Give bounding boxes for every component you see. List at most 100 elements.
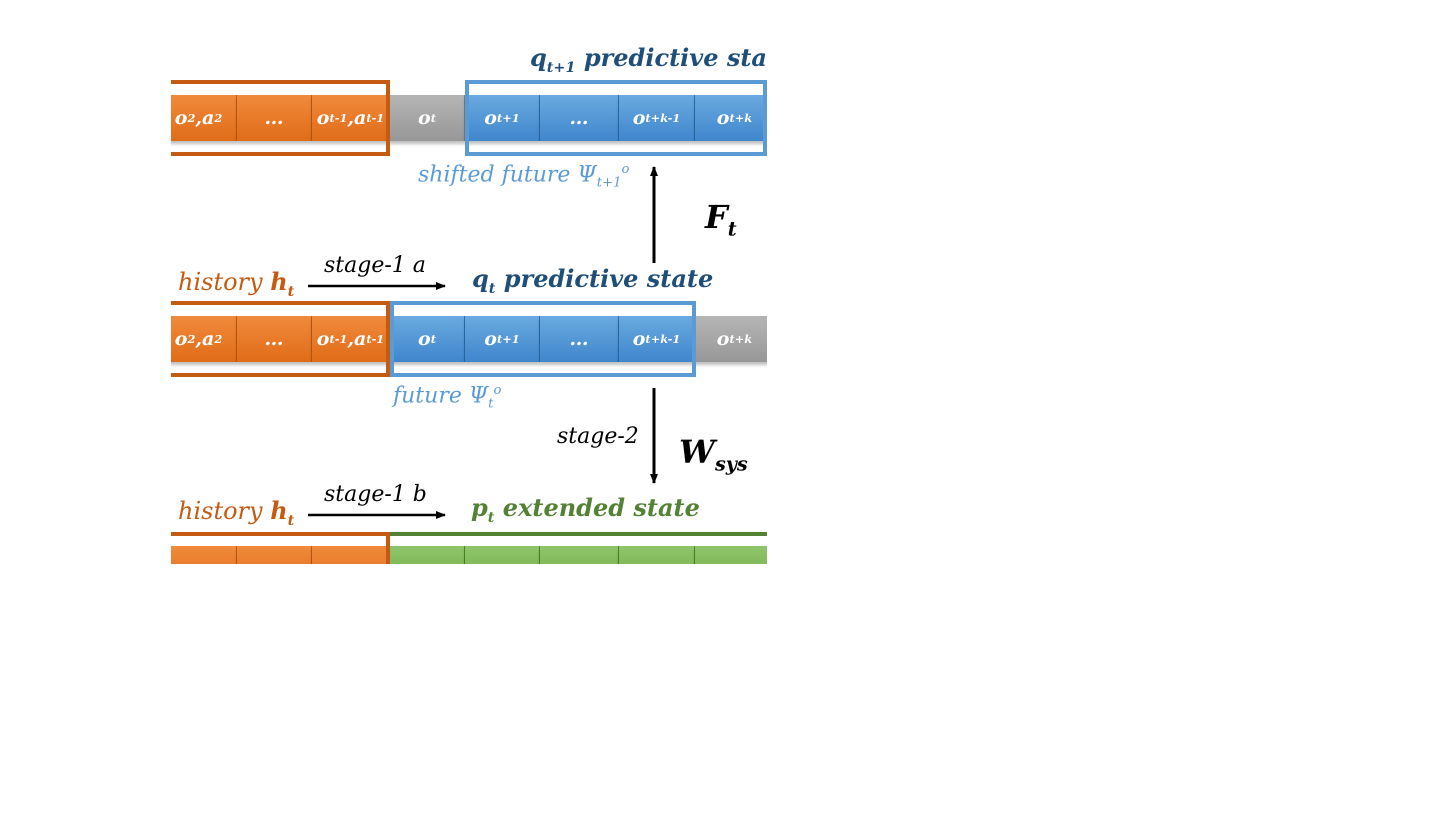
diagram-viewport: qt+1 predictive state o2,a2…ot-1,at-1oto… <box>171 40 767 564</box>
arrows-layer <box>308 166 658 519</box>
operator-w: Wsys <box>679 433 748 475</box>
cell-sub: 2 <box>187 111 196 125</box>
cell-sep: , <box>347 328 354 350</box>
cell-var: o <box>418 107 431 129</box>
top-title-sub: t+1 <box>546 58 576 76</box>
cell-sep: , <box>195 107 202 129</box>
middle-future-sup: o <box>493 383 502 398</box>
cell-var-2: a <box>354 107 367 129</box>
middle-row-cell-5: … <box>540 316 619 362</box>
bottom-history-label: history ht <box>178 496 294 529</box>
cell-var: o <box>632 107 646 129</box>
bottom-row-cell-1 <box>237 546 312 564</box>
middle-future-sub: t <box>488 396 494 412</box>
middle-title-var: q <box>472 264 489 293</box>
middle-future-frame <box>390 301 696 377</box>
cell-sub-2: t-1 <box>366 111 385 125</box>
operator-f-sub: t <box>727 217 737 241</box>
bottom-row-cell-4 <box>465 546 540 564</box>
stage-1b-label: stage-1 b <box>324 482 427 507</box>
cell-var: o <box>716 328 730 350</box>
middle-future-label: future Ψto <box>393 383 501 412</box>
cell-text: … <box>569 107 589 129</box>
bottom-history-text: history <box>178 497 271 525</box>
operator-f: Ft <box>705 198 737 240</box>
cell-var-2: a <box>202 328 215 350</box>
middle-row-cell-1: … <box>237 316 312 362</box>
cell-sub: t+k-1 <box>645 332 681 346</box>
cell-var: o <box>316 328 330 350</box>
top-title-var: q <box>530 43 547 72</box>
cell-sep: , <box>347 107 354 129</box>
cell-text: … <box>264 107 284 129</box>
cell-var-2: a <box>202 107 215 129</box>
middle-title-sub: t <box>488 279 496 297</box>
cell-sub: t-1 <box>329 111 348 125</box>
bottom-history-var: h <box>270 496 288 525</box>
operator-f-main: F <box>705 198 728 236</box>
bottom-title: pt extended state <box>471 493 700 526</box>
cell-var: o <box>174 107 188 129</box>
top-title: qt+1 predictive state <box>530 43 767 76</box>
cell-var: o <box>316 107 330 129</box>
operator-w-sub: sys <box>714 452 748 476</box>
cell-sub-2: 2 <box>214 111 223 125</box>
top-row-cell-5: … <box>540 95 619 141</box>
bottom-history-sub: t <box>287 511 295 529</box>
top-future-sup: o <box>621 162 630 177</box>
bottom-row-cell-6 <box>619 546 695 564</box>
middle-future-text: future Ψ <box>393 383 489 409</box>
cell-sub-2: t-1 <box>366 332 385 346</box>
cell-sub: t+k <box>729 332 753 346</box>
top-row-cell-1: … <box>237 95 312 141</box>
middle-title-rest: predictive state <box>495 264 714 293</box>
bottom-row-cell-3 <box>390 546 465 564</box>
middle-history-var: h <box>270 267 288 296</box>
cell-sub: t+k <box>729 111 753 125</box>
operator-w-main: W <box>679 433 715 471</box>
cell-sub: t <box>430 111 436 125</box>
cell-var: o <box>418 328 431 350</box>
middle-history-frame <box>171 301 390 377</box>
bottom-history-frame <box>171 532 390 564</box>
cell-sub: t+1 <box>496 332 520 346</box>
cell-sub-2: 2 <box>214 332 223 346</box>
cell-sub: t+k-1 <box>645 111 681 125</box>
cell-sub: 2 <box>187 332 196 346</box>
cell-var: o <box>716 107 730 129</box>
stage-1a-label: stage-1 a <box>324 253 426 278</box>
cell-var: o <box>484 107 497 129</box>
bottom-title-sub: t <box>487 508 495 526</box>
bottom-row-cell-5 <box>540 546 619 564</box>
stage-2-label: stage-2 <box>557 424 639 449</box>
bottom-title-rest: extended state <box>494 493 700 522</box>
bottom-extended-frame <box>390 532 767 564</box>
middle-title: qt predictive state <box>472 264 713 297</box>
top-title-rest: predictive state <box>583 43 767 72</box>
bottom-row-cell-0 <box>171 546 237 564</box>
cell-text: … <box>264 328 284 350</box>
top-future-sub: t+1 <box>596 175 622 191</box>
top-history-frame <box>171 80 390 156</box>
bottom-row-cell-7 <box>695 546 767 564</box>
cell-var: o <box>174 328 188 350</box>
cell-var: o <box>632 328 646 350</box>
top-future-label: shifted future Ψt+1o <box>418 162 629 191</box>
middle-history-sub: t <box>287 282 295 300</box>
middle-history-text: history <box>178 268 271 296</box>
cell-var-2: a <box>354 328 367 350</box>
top-future-text: shifted future Ψ <box>418 162 597 188</box>
cell-sub: t-1 <box>329 332 348 346</box>
bottom-title-var: p <box>471 493 488 522</box>
middle-history-label: history ht <box>178 267 294 300</box>
